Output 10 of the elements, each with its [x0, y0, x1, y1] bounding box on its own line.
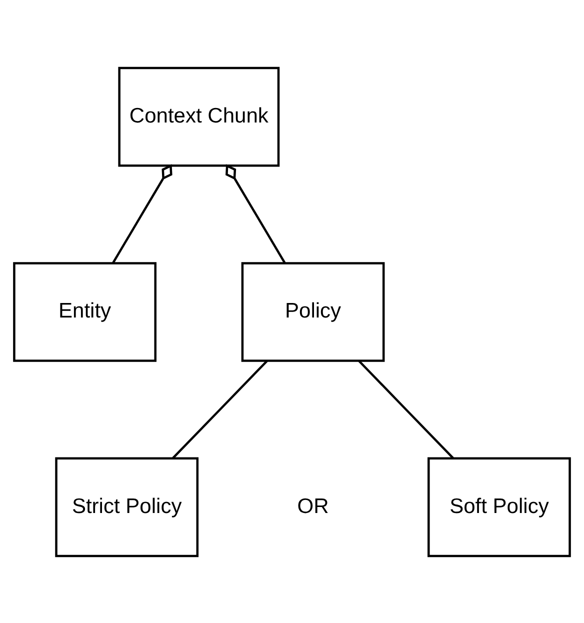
- node-box: Entity: [13, 262, 156, 362]
- node-box: Context Chunk: [118, 66, 280, 166]
- connector: [112, 164, 172, 263]
- node-box: Strict Policy: [55, 456, 199, 557]
- label: OR: [297, 494, 329, 518]
- node-box: Policy: [241, 262, 385, 362]
- connector: [358, 360, 454, 458]
- connector: [226, 164, 286, 263]
- connector: [172, 360, 268, 458]
- node-box: Soft Policy: [428, 456, 571, 557]
